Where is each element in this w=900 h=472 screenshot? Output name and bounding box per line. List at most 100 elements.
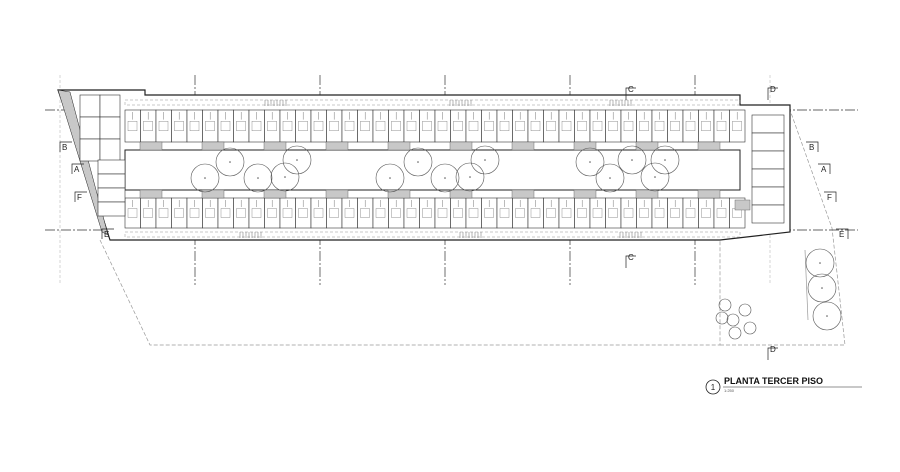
east-room (751, 114, 785, 134)
balcony (635, 141, 659, 151)
shrub (726, 313, 740, 327)
tree (812, 301, 842, 331)
bed-icon (360, 208, 370, 218)
tree-trunk (631, 159, 633, 161)
marker-label: B (809, 143, 814, 152)
tree-trunk (821, 287, 823, 289)
tree (470, 145, 500, 175)
bed-icon (530, 120, 541, 131)
bed-icon (329, 208, 339, 218)
balcony (263, 189, 287, 199)
marker-bracket (806, 141, 819, 152)
bed-icon (344, 120, 355, 131)
balcony (511, 141, 535, 151)
stair (449, 100, 472, 106)
east-room (751, 150, 785, 170)
trees (190, 145, 842, 340)
tree (455, 162, 485, 192)
tree (375, 163, 405, 193)
bed-icon (143, 120, 153, 131)
bed-icon (158, 208, 169, 218)
balcony (263, 141, 287, 151)
marker-bracket (625, 255, 636, 268)
bed-icon (174, 120, 184, 131)
bed-icon (608, 120, 618, 131)
balcony (387, 189, 411, 199)
bed-icon (205, 120, 215, 131)
core-room (99, 138, 121, 162)
shrub (715, 311, 729, 325)
section-marker-e: E (836, 228, 849, 239)
tree-trunk (609, 177, 611, 179)
tree-trunk (417, 161, 419, 163)
east-room (751, 168, 785, 188)
bed-icon (530, 208, 541, 218)
section-marker-a: A (818, 163, 831, 174)
shrub (743, 321, 757, 335)
tree (430, 163, 460, 193)
tree-trunk (296, 159, 298, 161)
bed-icon (639, 208, 649, 218)
bed-icon (499, 208, 510, 218)
bed-icon (329, 120, 339, 131)
rooms (79, 94, 785, 238)
tree-trunk (484, 159, 486, 161)
bed-icon (313, 120, 324, 131)
east-room (751, 132, 785, 152)
balcony (511, 189, 535, 199)
balcony (139, 189, 163, 199)
bed-icon (577, 120, 587, 131)
marker-label: E (104, 230, 109, 239)
bed-icon (685, 208, 696, 218)
drawing-scale: 1:250 (724, 388, 735, 393)
tree-trunk (204, 177, 206, 179)
tree (215, 147, 245, 177)
marker-bracket (818, 163, 831, 174)
bed-icon (484, 120, 494, 131)
west-wedge-hatch (57, 89, 109, 236)
east-room (751, 186, 785, 206)
marker-label: F (77, 193, 82, 202)
balcony (697, 141, 721, 151)
section-marker-e: E (101, 228, 114, 239)
tree (650, 145, 680, 175)
bed-icon (406, 208, 417, 218)
marker-label: F (827, 193, 832, 202)
bed-icon (515, 120, 525, 131)
shrub (738, 303, 752, 317)
bed-icon (654, 120, 665, 131)
bed-icon (282, 208, 293, 218)
bed-icon (561, 208, 572, 218)
marker-label: D (770, 345, 776, 354)
marker-bracket (625, 87, 636, 100)
balcony (201, 189, 225, 199)
bed-icon (267, 208, 277, 218)
bed-icon (670, 120, 680, 131)
marker-label: E (839, 230, 844, 239)
bed-icon (189, 208, 200, 218)
bed-icon (437, 120, 448, 131)
tree-trunk (589, 161, 591, 163)
stair (239, 232, 262, 238)
bed-icon (453, 120, 463, 131)
marker-bracket (767, 347, 778, 360)
bed-icon (236, 120, 246, 131)
east-room (751, 204, 785, 224)
stair (264, 100, 287, 106)
bed-icon (484, 208, 494, 218)
tree (595, 163, 625, 193)
bed-icon (344, 208, 355, 218)
tree-trunk (257, 177, 259, 179)
balcony (449, 189, 473, 199)
core-room (79, 138, 101, 162)
bed-icon (468, 120, 479, 131)
core-room (99, 116, 121, 140)
bed-icon (716, 120, 727, 131)
west-room (97, 201, 126, 217)
bed-icon (360, 120, 370, 131)
balcony (139, 141, 163, 151)
corridor (124, 99, 741, 106)
bed-icon (391, 208, 401, 218)
tree-trunk (444, 177, 446, 179)
